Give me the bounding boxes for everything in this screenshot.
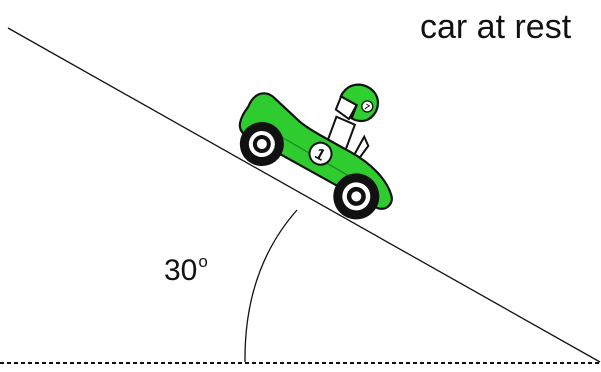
angle-degree-symbol: o	[198, 252, 208, 271]
helmet-number: 7	[363, 102, 372, 112]
helmet-number-roundel	[361, 100, 374, 113]
angle-label: 30o	[164, 252, 208, 288]
front-wheel	[333, 173, 380, 220]
inclined-plane	[7, 27, 601, 363]
car-number-roundel	[308, 141, 333, 166]
angle-arc	[244, 209, 298, 363]
rear-wheel	[239, 122, 284, 167]
angle-value: 30	[164, 254, 198, 287]
race-car: 1 7	[238, 83, 393, 220]
caption-label: car at rest	[420, 8, 572, 46]
